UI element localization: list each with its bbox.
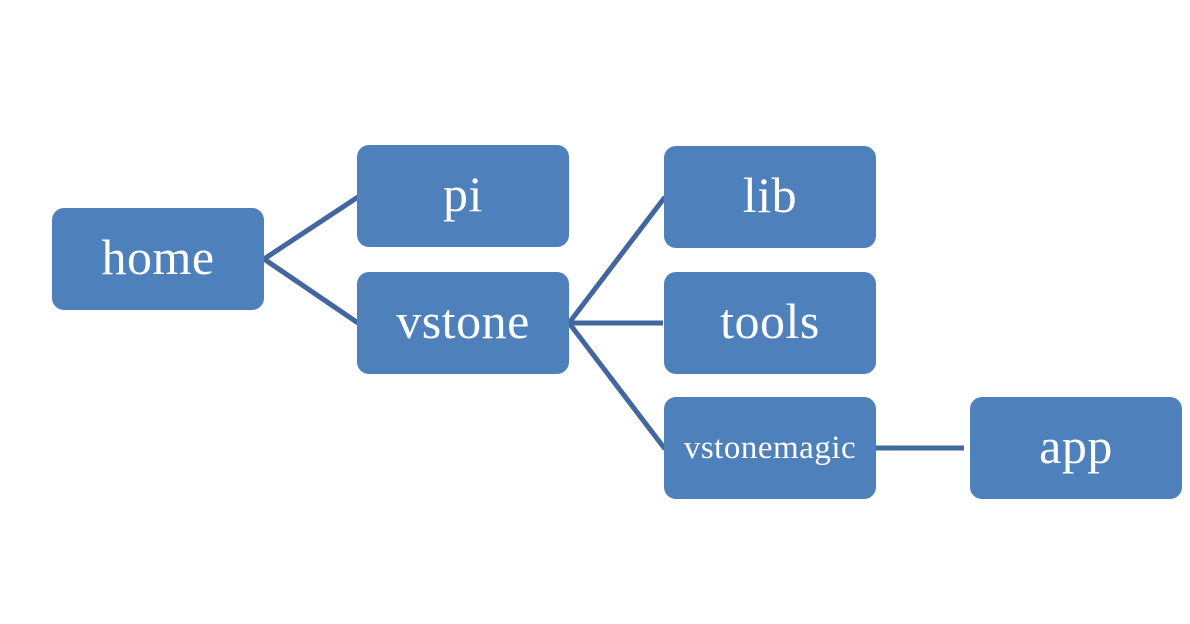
connector-home-pi	[262, 194, 360, 262]
node-app-label: app	[1039, 418, 1113, 474]
node-home: home	[52, 208, 264, 310]
node-vstonemagic: vstonemagic	[664, 397, 876, 499]
node-vstonemagic-label: vstonemagic	[683, 429, 857, 466]
node-vstone: vstone	[357, 272, 569, 374]
connector-vstone-lib	[567, 195, 667, 325]
node-lib-label: lib	[742, 167, 798, 223]
node-tools: tools	[664, 272, 876, 374]
node-tools-label: tools	[720, 293, 820, 349]
node-app: app	[970, 397, 1182, 499]
node-lib: lib	[664, 146, 876, 248]
node-vstone-label: vstone	[396, 293, 530, 349]
node-home-label: home	[101, 229, 215, 285]
node-pi-label: pi	[443, 166, 483, 222]
connector-home-vstone	[262, 256, 360, 326]
node-pi: pi	[357, 145, 569, 247]
connector-vstone-vstonemagic	[567, 321, 667, 451]
